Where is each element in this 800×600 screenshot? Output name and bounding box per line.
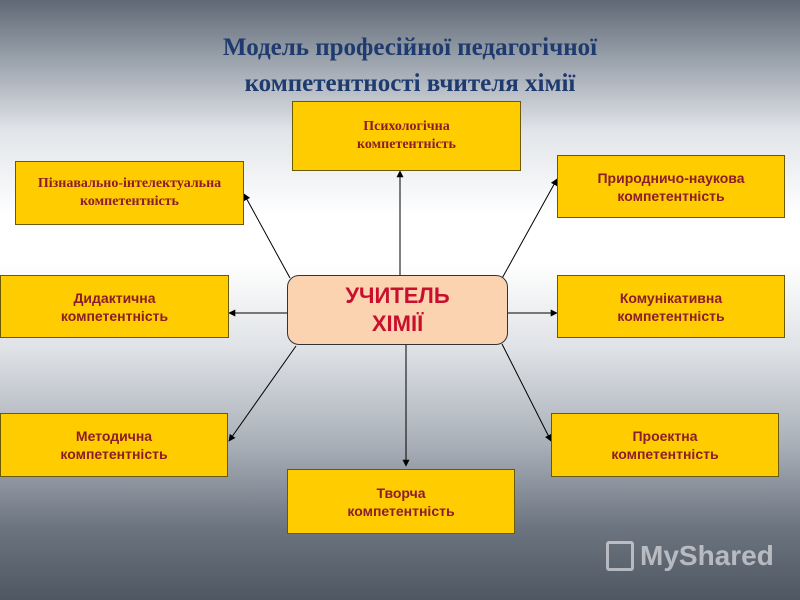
- watermark-text: MyShared: [640, 540, 774, 571]
- arrow-to-project: [501, 343, 552, 442]
- node-natural-science-line-2: компетентність: [617, 187, 725, 204]
- center-node-line-1: УЧИТЕЛЬ: [345, 283, 450, 308]
- node-communicative-line-2: компетентність: [617, 307, 725, 324]
- node-psychological-line-1: Психологічна: [363, 119, 450, 134]
- node-didactic-line-2: компетентність: [60, 307, 169, 324]
- diagram-title-line-1: Модель професійної педагогічної: [222, 34, 598, 61]
- node-cognitive-line-1: Пізнавально-інтелектуальна: [37, 176, 222, 191]
- node-methodical-line-2: компетентність: [60, 446, 168, 462]
- center-node-teacher: УЧИТЕЛЬ ХІМІЇ: [287, 275, 508, 345]
- node-cognitive: Пізнавально-інтелектуальна компетентніст…: [15, 161, 244, 225]
- watermark: MyShared: [606, 536, 774, 576]
- diagram-title-line-2: компетентності вчителя хімії: [244, 70, 576, 97]
- diagram-title: Модель професійної педагогічної компетен…: [100, 30, 720, 102]
- arrow-to-methodical: [228, 345, 297, 442]
- node-communicative-line-1: Комунікативна: [619, 289, 723, 306]
- arrow-to-natural-science: [499, 178, 558, 283]
- node-communicative: Комунікативна компетентність: [557, 275, 785, 338]
- center-node-line-2: ХІМІЇ: [371, 311, 424, 336]
- node-creative: Творча компетентність: [287, 469, 515, 534]
- node-didactic-line-1: Дидактична: [73, 289, 156, 306]
- node-creative-line-1: Творча: [376, 484, 426, 501]
- node-psychological: Психологічна компетентність: [292, 101, 521, 171]
- node-natural-science: Природничо-наукова компетентність: [557, 155, 785, 218]
- presentation-logo-icon: [606, 541, 634, 571]
- arrow-to-cognitive: [243, 193, 291, 279]
- node-natural-science-line-1: Природничо-наукова: [597, 169, 745, 186]
- node-project-line-2: компетентність: [611, 446, 719, 462]
- node-creative-line-2: компетентність: [347, 502, 455, 519]
- node-project-line-1: Проектна: [632, 428, 698, 444]
- node-project: Проектна компетентність: [551, 413, 779, 477]
- node-methodical-line-1: Методична: [75, 428, 153, 444]
- node-cognitive-line-2: компетентність: [80, 194, 179, 209]
- node-psychological-line-2: компетентність: [357, 137, 456, 152]
- node-didactic: Дидактична компетентність: [0, 275, 229, 338]
- node-methodical: Методична компетентність: [0, 413, 228, 477]
